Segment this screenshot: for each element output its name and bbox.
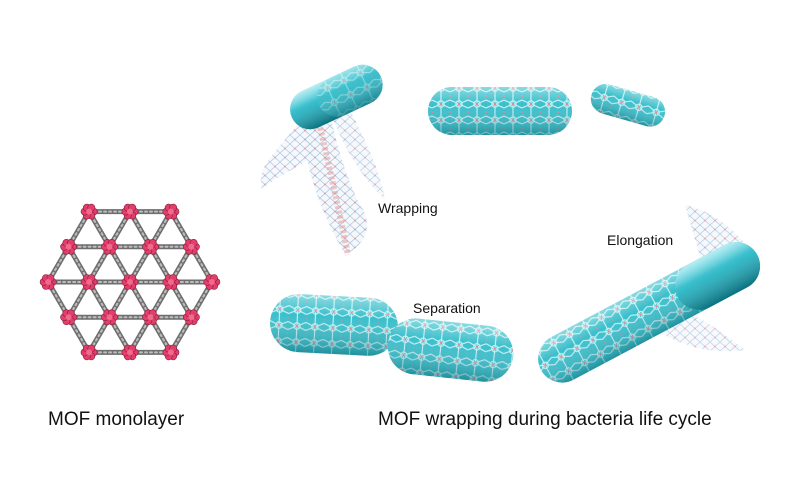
elongation-label: Elongation	[607, 232, 674, 248]
mof-monolayer-caption: MOF monolayer	[48, 409, 185, 430]
mof-node	[60, 239, 78, 255]
mof-node	[39, 274, 57, 290]
mof-node	[203, 274, 221, 290]
mof-node	[121, 344, 139, 361]
mof-node	[182, 309, 200, 325]
separation-label: Separation	[413, 300, 481, 316]
mof-node	[80, 203, 98, 220]
mof-sheet-right	[330, 110, 385, 200]
separating-bacteria	[270, 294, 514, 382]
mof-sheet-left	[260, 120, 318, 190]
wrapped-bacterium-top-right	[590, 83, 666, 127]
mof-node	[121, 274, 139, 290]
mof-node	[142, 239, 159, 255]
mof-node	[162, 344, 180, 361]
elongating-bacterium	[538, 205, 761, 383]
mof-node	[142, 309, 159, 325]
mof-node	[182, 239, 200, 255]
mof-node	[80, 344, 98, 361]
mof-node	[162, 203, 180, 220]
mof-monolayer-illustration	[39, 203, 221, 361]
wrapping-bacterium	[260, 64, 385, 256]
wrapping-label: Wrapping	[378, 200, 438, 216]
mof-node	[121, 203, 139, 220]
mof-node	[101, 309, 118, 325]
mof-node	[101, 239, 118, 255]
mof-node	[60, 309, 78, 325]
wrapped-bacterium-top-center	[428, 87, 572, 135]
mof-node	[162, 274, 180, 290]
life-cycle-caption: MOF wrapping during bacteria life cycle	[378, 409, 712, 430]
mof-node	[80, 274, 98, 290]
